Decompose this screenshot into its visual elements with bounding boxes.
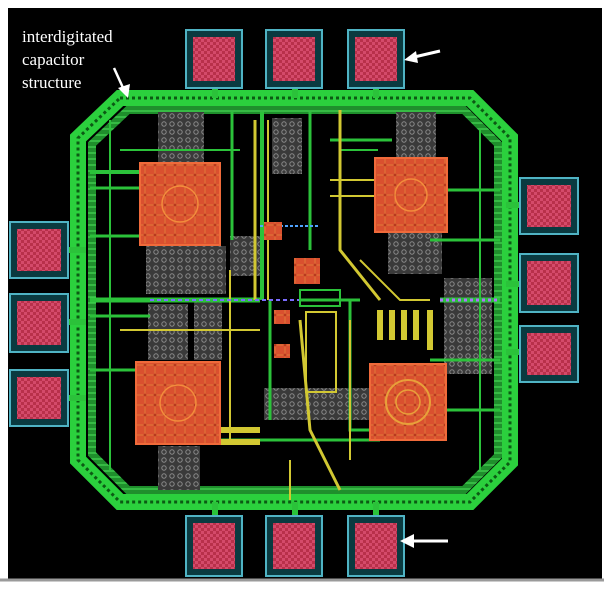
transistor-bottom-right (369, 363, 447, 441)
guard-ring-hatch (88, 106, 502, 494)
right-pads (519, 177, 579, 383)
capacitor-annotation: interdigitated capacitor structure (22, 27, 130, 98)
capacitor-label-line2: capacitor (22, 50, 85, 69)
diffusion-regions (146, 112, 492, 490)
center-devices (264, 222, 341, 393)
bottom-pads (185, 515, 405, 577)
transistor-top-left (139, 162, 221, 246)
vb2-label: VB2 control (456, 537, 547, 560)
transistor-bottom-left (135, 361, 221, 445)
capacitor-arrow-icon (112, 67, 126, 91)
vb1-annotation: VB1 control (404, 42, 535, 65)
capacitor-label-line3: structure (22, 73, 81, 92)
guard-ring-inner (76, 96, 512, 504)
vb1-label: VB1 control (444, 42, 535, 65)
vb2-suffix: control (485, 537, 547, 558)
top-pads (185, 29, 405, 89)
vb1-suffix: control (473, 42, 535, 63)
vb2-annotation: VB2 control (400, 534, 547, 560)
transistor-top-right (374, 157, 448, 233)
yellow-metal-routing (120, 110, 433, 500)
vb1-subscript: B1 (457, 50, 473, 65)
vb1-symbol: V (444, 42, 459, 63)
vb2-subscript: B2 (469, 545, 486, 560)
capacitor-label-line1: interdigitated (22, 27, 113, 46)
left-pads (9, 221, 69, 427)
vb2-symbol: V (456, 537, 471, 558)
large-transistors (135, 157, 448, 445)
